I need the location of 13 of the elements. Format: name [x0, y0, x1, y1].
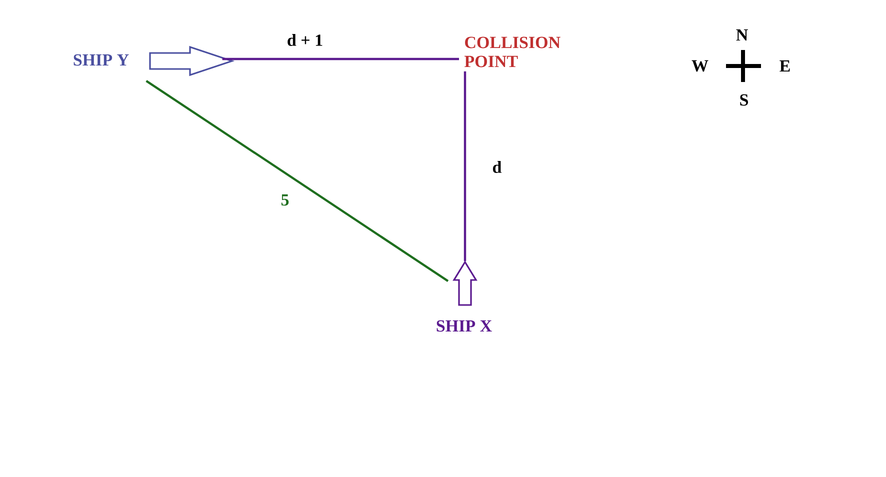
line — [464, 71, 466, 262]
edge-label: d — [492, 161, 502, 173]
point-label: COLLISION POINT — [464, 36, 560, 68]
line — [222, 58, 459, 60]
edge-label: 5 — [281, 194, 289, 206]
edge-label: d + 1 — [288, 34, 322, 46]
compass-letter: E — [780, 60, 790, 72]
compass-letter: S — [740, 94, 748, 106]
ship-label: SHIP X — [436, 320, 492, 332]
line — [146, 80, 449, 282]
ship-label: SHIP Y — [74, 54, 129, 66]
compass-letter: N — [736, 29, 748, 41]
compass-letter: W — [692, 60, 708, 72]
